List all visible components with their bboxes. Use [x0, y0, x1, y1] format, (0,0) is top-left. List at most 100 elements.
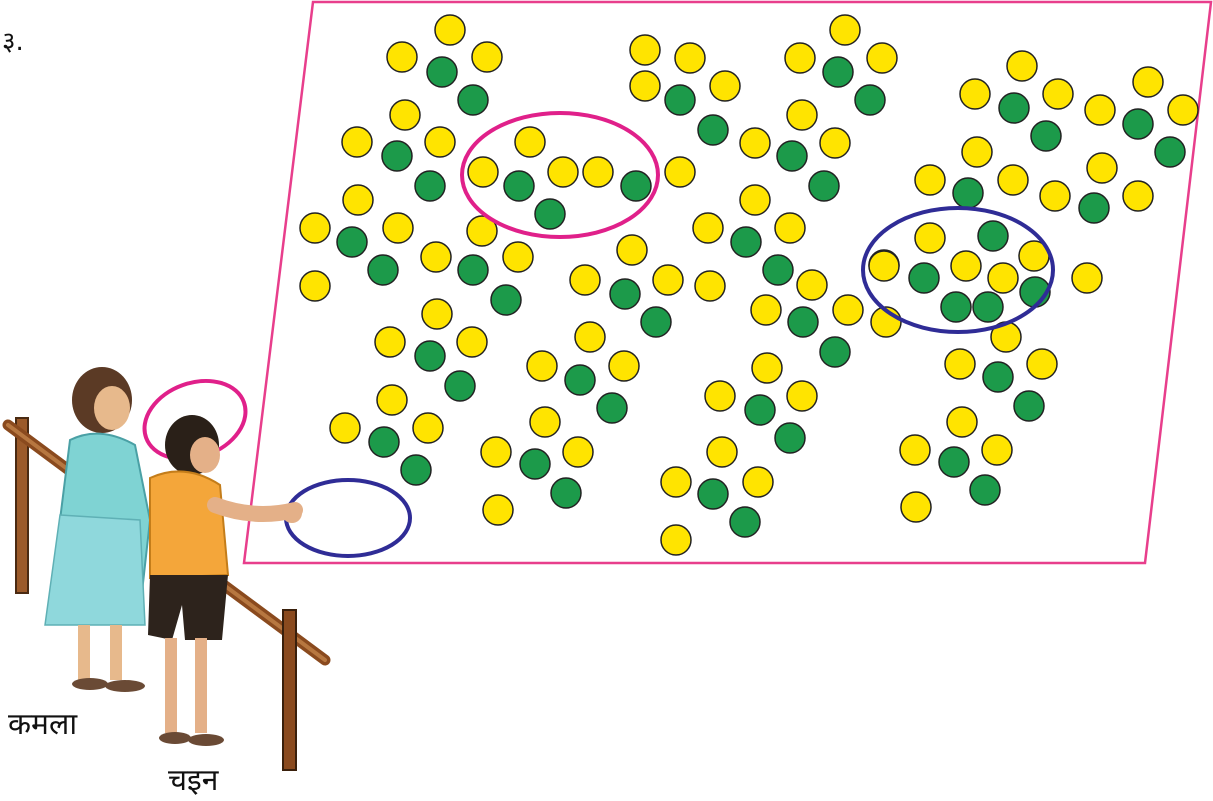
yellow-dot	[752, 353, 782, 383]
yellow-dot	[630, 35, 660, 65]
green-dot	[445, 371, 475, 401]
green-dot	[823, 57, 853, 87]
green-dot	[415, 341, 445, 371]
yellow-dot	[481, 437, 511, 467]
yellow-dot	[998, 165, 1028, 195]
green-dot	[730, 507, 760, 537]
yellow-dot	[375, 327, 405, 357]
yellow-dot	[343, 185, 373, 215]
yellow-dot	[833, 295, 863, 325]
yellow-dot	[1085, 95, 1115, 125]
green-dot	[698, 479, 728, 509]
yellow-dot	[617, 235, 647, 265]
yellow-dot	[413, 413, 443, 443]
yellow-dot	[1043, 79, 1073, 109]
green-dot	[763, 255, 793, 285]
yellow-dot	[342, 127, 372, 157]
yellow-dot	[695, 271, 725, 301]
green-dot	[698, 115, 728, 145]
yellow-dot	[785, 43, 815, 73]
green-dot	[427, 57, 457, 87]
green-dot	[788, 307, 818, 337]
yellow-dot	[901, 492, 931, 522]
green-dot	[535, 199, 565, 229]
yellow-dot	[422, 299, 452, 329]
yellow-dot	[787, 100, 817, 130]
yellow-dot	[653, 265, 683, 295]
green-dot	[368, 255, 398, 285]
yellow-dot	[710, 71, 740, 101]
green-dot	[820, 337, 850, 367]
yellow-dot	[472, 42, 502, 72]
yellow-dot	[820, 128, 850, 158]
green-dot	[978, 221, 1008, 251]
green-dot	[775, 423, 805, 453]
yellow-dot	[830, 15, 860, 45]
green-dot	[1031, 121, 1061, 151]
yellow-dot	[661, 467, 691, 497]
yellow-dot	[743, 467, 773, 497]
yellow-dot	[705, 381, 735, 411]
yellow-dot	[483, 495, 513, 525]
yellow-dot	[300, 271, 330, 301]
green-dot	[458, 255, 488, 285]
yellow-dot	[1087, 153, 1117, 183]
yellow-dot	[387, 42, 417, 72]
green-dot	[777, 141, 807, 171]
green-dot	[641, 307, 671, 337]
yellow-dot	[1040, 181, 1070, 211]
yellow-dot	[1072, 263, 1102, 293]
yellow-dot	[675, 43, 705, 73]
yellow-dot	[425, 127, 455, 157]
yellow-dot	[740, 128, 770, 158]
green-dot	[953, 178, 983, 208]
yellow-dot	[988, 263, 1018, 293]
yellow-dot	[570, 265, 600, 295]
woman-figure	[45, 367, 150, 692]
green-dot	[809, 171, 839, 201]
name-label-kamala: कमला	[8, 702, 77, 743]
yellow-dot	[575, 322, 605, 352]
yellow-dot	[515, 127, 545, 157]
yellow-dot	[435, 15, 465, 45]
green-dot	[491, 285, 521, 315]
yellow-dot	[377, 385, 407, 415]
yellow-dot	[797, 270, 827, 300]
yellow-dot	[915, 165, 945, 195]
yellow-dot	[630, 71, 660, 101]
yellow-dot	[390, 100, 420, 130]
green-dot	[369, 427, 399, 457]
green-dot	[909, 263, 939, 293]
green-dot	[1123, 109, 1153, 139]
yellow-dot	[421, 242, 451, 272]
green-dot	[970, 475, 1000, 505]
green-dot	[939, 447, 969, 477]
yellow-dot	[693, 213, 723, 243]
yellow-dot	[468, 157, 498, 187]
yellow-dot	[960, 79, 990, 109]
green-dot	[1079, 193, 1109, 223]
green-dot	[983, 362, 1013, 392]
green-dot	[621, 171, 651, 201]
green-dot	[415, 171, 445, 201]
yellow-dot	[330, 413, 360, 443]
green-dot	[597, 393, 627, 423]
yellow-dot	[962, 137, 992, 167]
yellow-dot	[530, 407, 560, 437]
yellow-dot	[982, 435, 1012, 465]
yellow-dot	[563, 437, 593, 467]
green-dot	[504, 171, 534, 201]
yellow-dot	[740, 185, 770, 215]
yellow-dot	[787, 381, 817, 411]
yellow-dot	[915, 223, 945, 253]
green-dot	[855, 85, 885, 115]
yellow-dot	[383, 213, 413, 243]
yellow-dot	[1027, 349, 1057, 379]
yellow-dot	[900, 435, 930, 465]
yellow-dot	[869, 251, 899, 281]
yellow-dot	[1007, 51, 1037, 81]
yellow-dot	[867, 43, 897, 73]
yellow-dot	[947, 407, 977, 437]
yellow-dot	[945, 349, 975, 379]
green-dot	[665, 85, 695, 115]
